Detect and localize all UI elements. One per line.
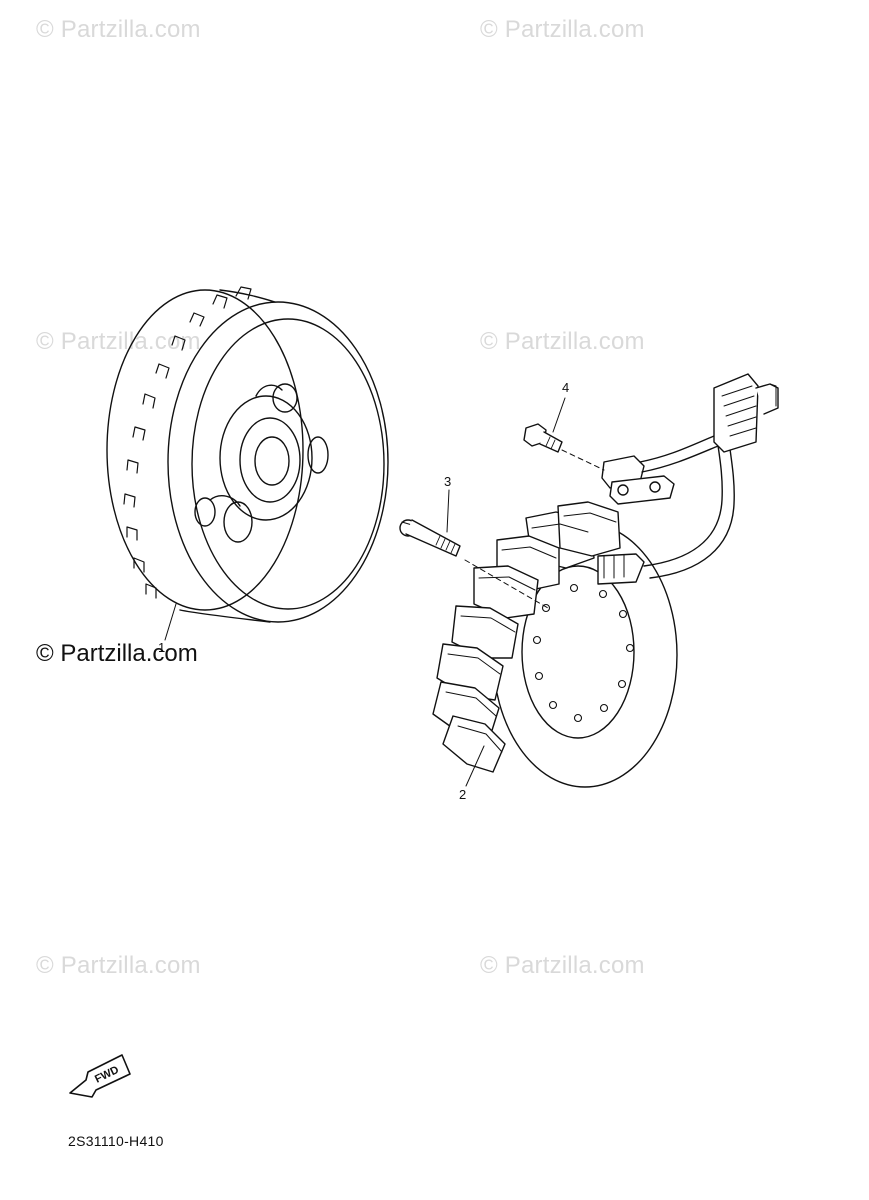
watermark-top-right: © Partzilla.com [480, 16, 645, 43]
stator-part [432, 501, 678, 788]
watermark-bottom-right: © Partzilla.com [480, 952, 645, 979]
rotor-part [106, 286, 389, 641]
bolt-long-part [399, 489, 461, 557]
watermark-bottom-left: © Partzilla.com [36, 952, 201, 979]
watermark-top-left: © Partzilla.com [36, 16, 201, 43]
diagram-code: 2S31110-H410 [68, 1133, 164, 1149]
bolt-short-part [523, 397, 605, 471]
brand-watermark: © Partzilla.com [36, 640, 198, 667]
fwd-arrow-icon: FWD [69, 1054, 131, 1098]
callout-3: 3 [444, 474, 452, 489]
wire-harness [601, 373, 779, 579]
callout-4: 4 [562, 380, 570, 395]
callout-2: 2 [459, 787, 467, 802]
callout-1: 1 [158, 640, 166, 655]
watermark-mid-right: © Partzilla.com [480, 328, 645, 355]
